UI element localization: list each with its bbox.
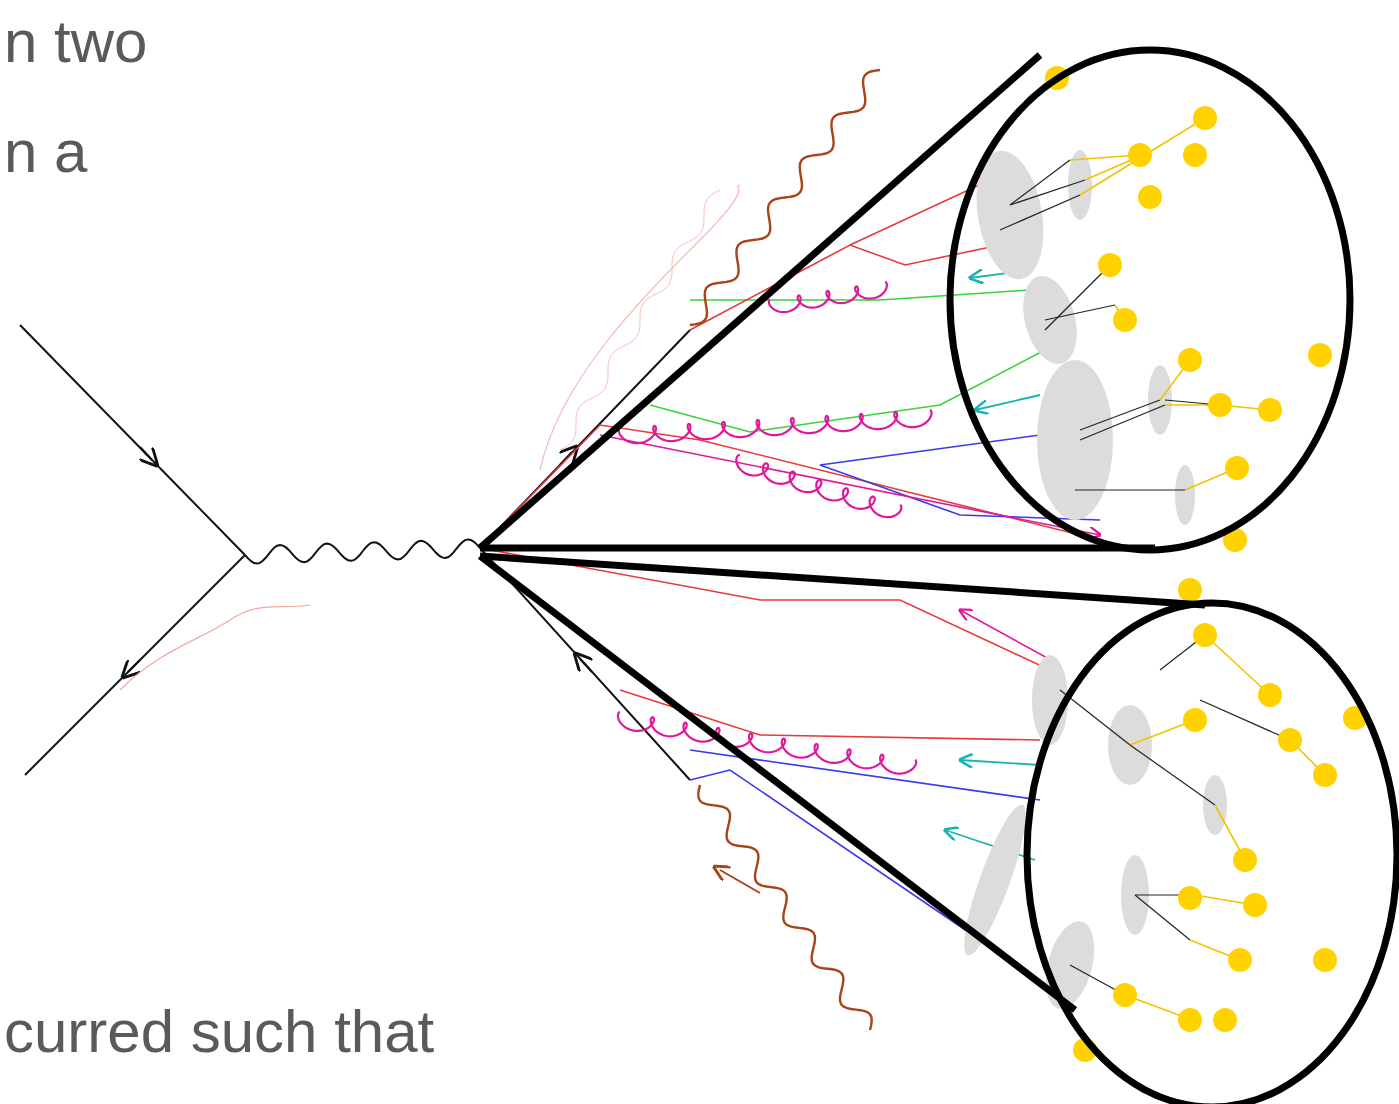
hadron-link: [1075, 489, 1185, 490]
colour-line: [480, 548, 1050, 670]
final-hadron: [1113, 983, 1137, 1007]
final-hadron: [1193, 106, 1217, 130]
jet-cone: [480, 50, 1397, 1104]
final-hadron: [1258, 683, 1282, 707]
final-hadron: [1258, 398, 1282, 422]
hadron-blob: [954, 800, 1037, 961]
hadron-link: [1130, 745, 1215, 805]
cut-off-text: curred such that: [4, 1002, 434, 1062]
hadron-link: [1080, 400, 1160, 430]
final-hadron: [1313, 763, 1337, 787]
hadron-link: [1010, 160, 1070, 205]
final-hadron: [1183, 708, 1207, 732]
hadron-link: [1045, 305, 1115, 320]
hadron-link: [1000, 195, 1080, 230]
parton-shower: [20, 50, 1397, 1104]
colour-line: [960, 610, 1060, 665]
final-hadron: [1178, 886, 1202, 910]
final-hadron: [1313, 948, 1337, 972]
hadron-blob: [1175, 465, 1195, 525]
final-hadron: [1128, 143, 1152, 167]
gluon: [769, 282, 887, 312]
hadron-link: [1080, 405, 1165, 440]
gluon: [619, 410, 932, 443]
colour-line: [480, 425, 1100, 548]
quark-arrow: [580, 659, 592, 672]
final-hadron: [1193, 623, 1217, 647]
fermion-arrow: [140, 447, 152, 460]
final-hadron: [1243, 893, 1267, 917]
hadron-link: [1200, 700, 1290, 740]
hadron-link: [1205, 635, 1270, 695]
gluon: [618, 712, 916, 774]
incoming-fermion: [25, 555, 245, 775]
final-hadron: [1178, 578, 1202, 602]
final-hadron: [1183, 143, 1207, 167]
final-hadron: [1138, 185, 1162, 209]
final-hadron: [1278, 728, 1302, 752]
final-hadron: [1208, 393, 1232, 417]
colour-line: [690, 770, 980, 940]
generated-strokes: [245, 66, 1367, 1062]
final-hadron: [1213, 1008, 1237, 1032]
incoming-fermion: [20, 325, 245, 555]
fermion-arrow: [128, 660, 140, 672]
cut-off-text: n a: [4, 122, 87, 182]
hadron-blob: [1037, 360, 1113, 520]
final-hadron: [1225, 456, 1249, 480]
final-hadron: [1178, 1008, 1202, 1032]
hadron-link: [1045, 265, 1110, 330]
final-hadron: [1178, 348, 1202, 372]
cut-off-text: n two: [4, 12, 147, 72]
radiated-photon: [698, 785, 871, 1030]
colour-arrow: [975, 395, 1040, 410]
final-hadron: [1228, 948, 1252, 972]
soft-radiation: [540, 185, 740, 470]
final-hadron: [1113, 308, 1137, 332]
lepton-arrow: [720, 870, 760, 893]
final-hadron: [1308, 343, 1332, 367]
radiated-photon: [690, 70, 880, 325]
colour-line: [650, 350, 1045, 432]
final-hadron: [1233, 848, 1257, 872]
gluon: [736, 455, 901, 517]
photon: [245, 539, 480, 563]
hadron-link: [1010, 180, 1085, 205]
colour-arrow: [960, 760, 1040, 765]
hadron-blob: [1014, 270, 1086, 370]
soft-radiation: [120, 605, 310, 690]
final-hadron: [1098, 253, 1122, 277]
colour-line: [600, 435, 1100, 535]
